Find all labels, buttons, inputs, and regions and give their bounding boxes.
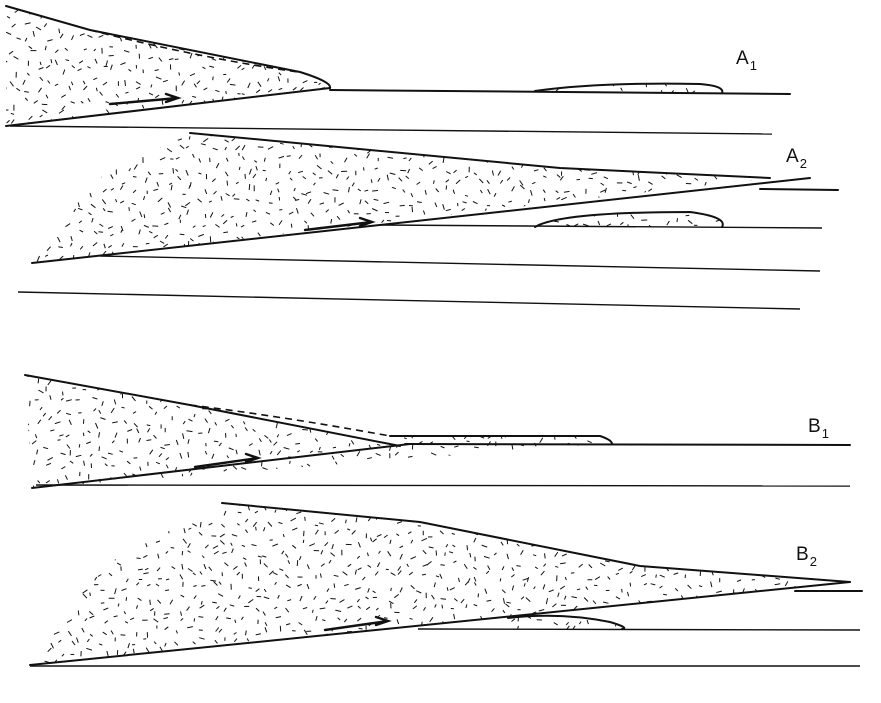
a2-label: A2 bbox=[786, 146, 807, 171]
a2-basement-line bbox=[18, 292, 800, 309]
b2-slip-arrow bbox=[325, 617, 388, 630]
b1-basal-thrust bbox=[32, 444, 410, 488]
a2-mid-layer bbox=[380, 225, 822, 228]
a1-foreland-surface bbox=[330, 90, 790, 94]
a1-slip-arrow bbox=[110, 94, 178, 104]
b2-mid-layer bbox=[418, 629, 860, 630]
b1-foreland-surface bbox=[405, 444, 850, 445]
a1-label: A1 bbox=[736, 48, 757, 73]
a1-lower-layer bbox=[10, 126, 772, 134]
b1-label: B1 bbox=[808, 416, 829, 441]
b1-dashed-profile bbox=[190, 405, 390, 436]
a2-foreland-surface bbox=[760, 189, 838, 190]
a2-basal-thrust bbox=[32, 178, 810, 263]
b2-wedge-top-line bbox=[222, 503, 850, 582]
b2-basal-thrust bbox=[30, 582, 850, 665]
a2-lower-layer bbox=[100, 256, 820, 271]
b2-slice-outline bbox=[508, 616, 624, 629]
a2-slip-arrow bbox=[305, 218, 372, 230]
a1-wedge-top-line bbox=[6, 6, 330, 88]
a2-wedge-top-line bbox=[190, 133, 770, 178]
b1-wedge-top-line bbox=[25, 375, 400, 446]
b2-label: B2 bbox=[796, 544, 817, 569]
b1-lower-layer bbox=[36, 485, 850, 486]
